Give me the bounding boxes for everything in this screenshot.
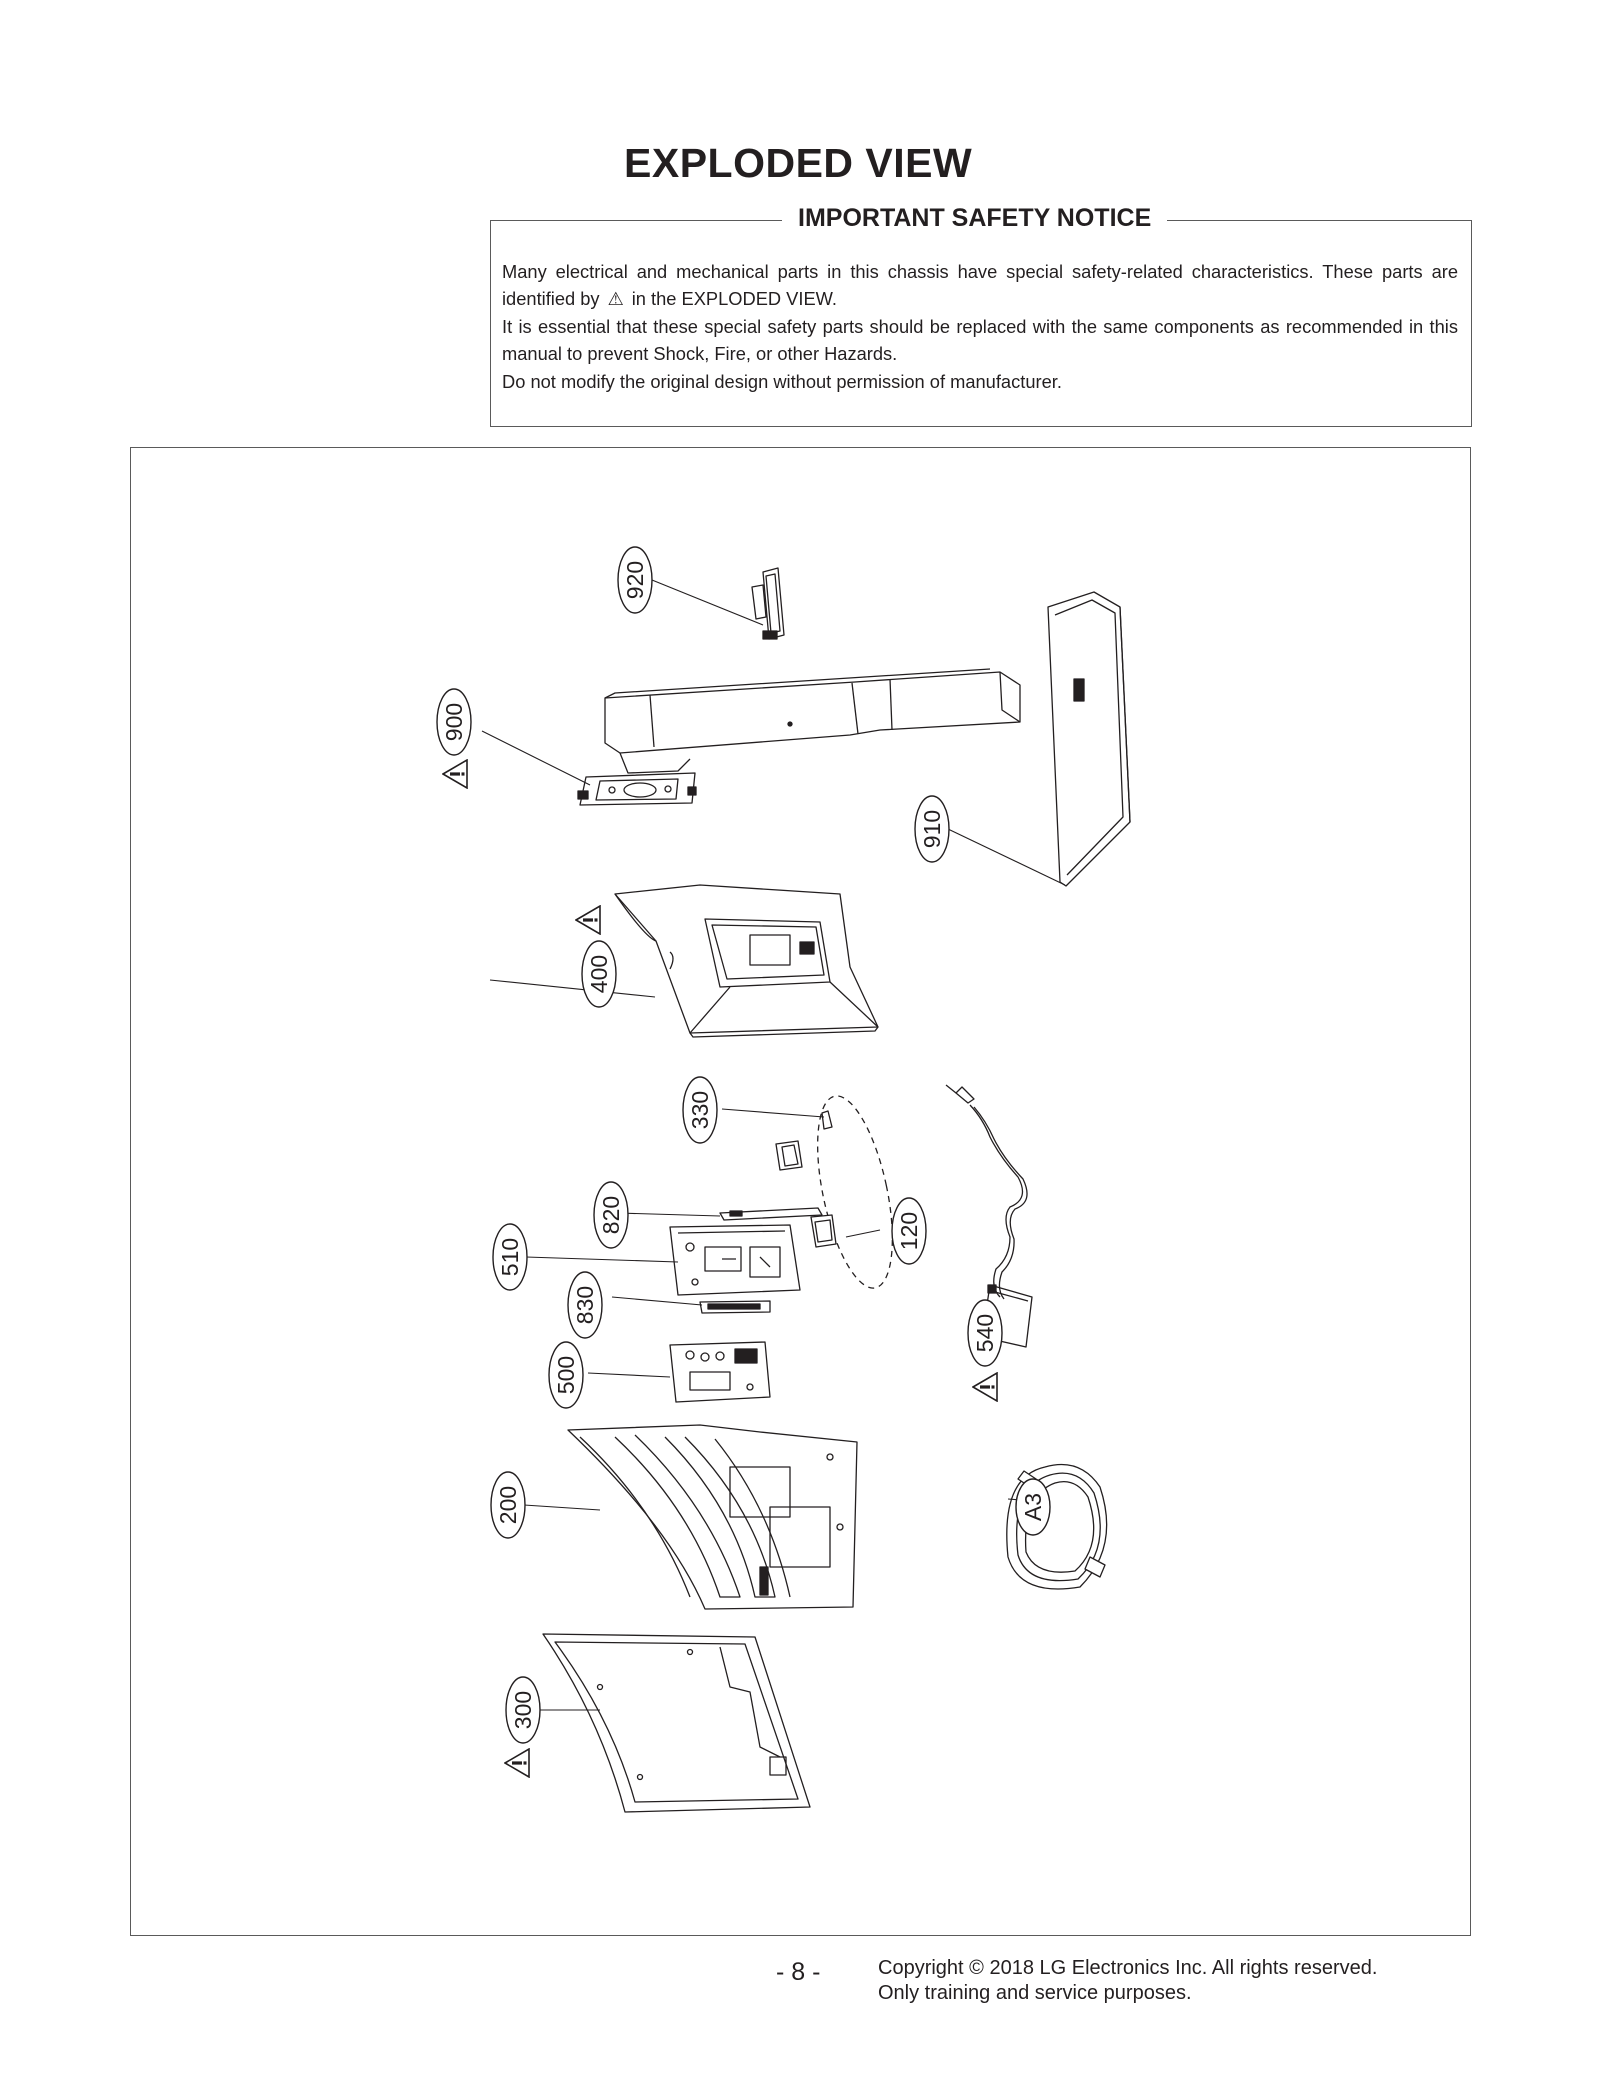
safety-notice-heading: IMPORTANT SAFETY NOTICE [782, 204, 1168, 233]
callout-830: 830 [567, 1271, 603, 1339]
callout-920-label: 920 [622, 561, 648, 599]
safety-marker-540 [972, 1372, 998, 1402]
part-300-front-frame [542, 1633, 811, 1813]
safety-marker-400 [575, 905, 601, 935]
callout-820-label: 820 [598, 1196, 624, 1234]
callout-400: 400 [581, 940, 617, 1008]
part-400-back-cover [614, 884, 879, 1038]
safety-marker-900 [442, 759, 468, 789]
part-820-shield [719, 1207, 823, 1221]
callout-900-label: 900 [441, 703, 467, 741]
callout-830-label: 830 [572, 1286, 598, 1324]
callout-510-label: 510 [497, 1238, 523, 1276]
notice-paragraph-1: Many electrical and mechanical parts in … [502, 258, 1458, 313]
callout-910-label: 910 [919, 810, 945, 848]
callout-540: 540 [967, 1299, 1003, 1367]
callout-330-label: 330 [687, 1091, 713, 1129]
part-200-chassis [567, 1424, 858, 1610]
part-830-cable [699, 1300, 771, 1314]
part-510-power-board [669, 1224, 801, 1296]
callout-910: 910 [914, 795, 950, 863]
notice-line1-after: in the EXPLODED VIEW. [626, 288, 837, 310]
warning-triangle-icon [575, 905, 601, 935]
notice-paragraph-3: Do not modify the original design withou… [502, 370, 1062, 392]
callout-540-label: 540 [972, 1314, 998, 1352]
callout-500-label: 500 [553, 1356, 579, 1394]
callout-400-label: 400 [586, 955, 612, 993]
part-500-main-board [669, 1341, 771, 1403]
warning-triangle-icon [442, 759, 468, 789]
page-title: EXPLODED VIEW [624, 140, 973, 186]
copyright-line-2: Only training and service purposes. [878, 1982, 1192, 2004]
callout-200-label: 200 [495, 1486, 521, 1524]
callout-300: 300 [505, 1676, 541, 1744]
part-330-bracket [821, 1110, 833, 1130]
callout-500: 500 [548, 1341, 584, 1409]
notice-line1-before: Many electrical and mechanical parts in … [502, 261, 1458, 310]
callout-330: 330 [682, 1076, 718, 1144]
exploded-view-diagram: 920 900 910 400 330 820 120 510 [436, 546, 1131, 1813]
callout-A3: A3 [1015, 1478, 1051, 1536]
copyright-line-1: Copyright © 2018 LG Electronics Inc. All… [878, 1957, 1378, 1979]
warning-triangle-icon [504, 1748, 530, 1778]
callout-200: 200 [490, 1471, 526, 1539]
callout-510: 510 [492, 1223, 528, 1291]
callout-120: 120 [891, 1197, 927, 1265]
part-120-group [775, 1095, 893, 1289]
part-910-stand-base [1047, 591, 1131, 887]
callout-820: 820 [593, 1181, 629, 1249]
callout-A3-label: A3 [1020, 1493, 1046, 1521]
leader-lines [481, 579, 1066, 1711]
warning-triangle-icon: ⚠ [607, 288, 624, 310]
exploded-view-frame [130, 447, 1471, 1936]
notice-paragraph-2: It is essential that these special safet… [502, 315, 1458, 365]
page-number: - 8 - [776, 1958, 821, 1986]
copyright-notice: Copyright © 2018 LG Electronics Inc. All… [878, 1956, 1377, 2006]
callout-120-label: 120 [896, 1212, 922, 1250]
callout-920: 920 [617, 546, 653, 614]
safety-marker-300 [504, 1748, 530, 1778]
callout-300-label: 300 [510, 1691, 536, 1729]
part-920-stand-cover [751, 567, 785, 640]
safety-notice-body: Many electrical and mechanical parts in … [502, 258, 1458, 395]
warning-triangle-icon [972, 1372, 998, 1402]
part-900-stand-arm [577, 668, 1021, 806]
callout-900: 900 [436, 688, 472, 756]
